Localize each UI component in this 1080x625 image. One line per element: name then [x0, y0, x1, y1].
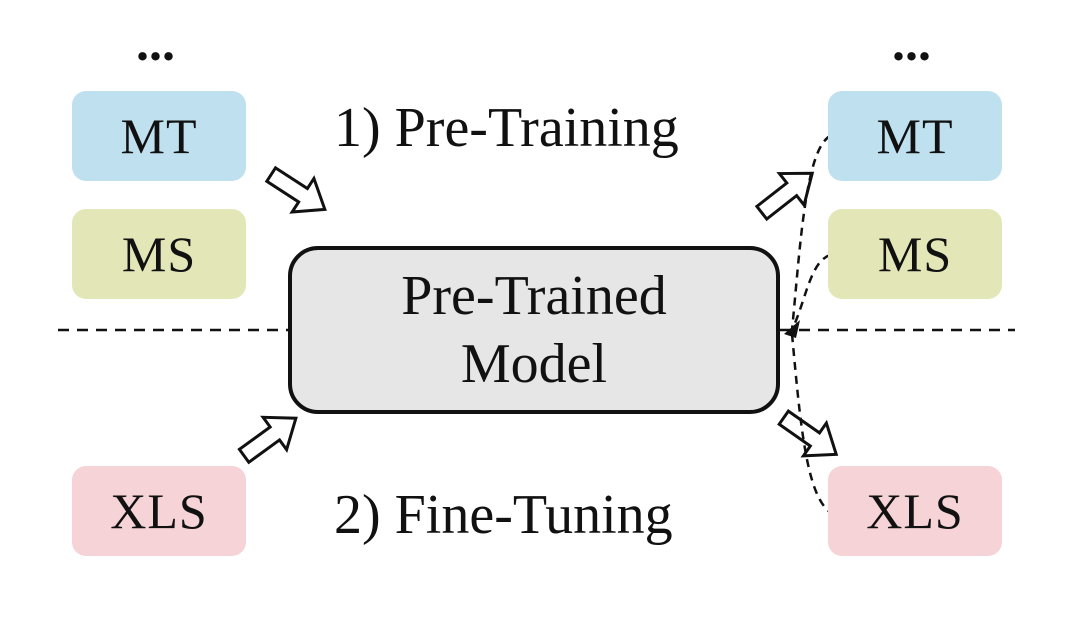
model-label-line2: Model [460, 333, 608, 395]
block-arrow-pretrain-out [754, 171, 815, 222]
pre-trained-model-box: Pre-Trained Model [288, 246, 780, 414]
dashed-arrow-ms-to-model [790, 253, 831, 331]
dashed-arrow-model-to-xls [790, 333, 831, 514]
block-arrow-pretrain-in [264, 165, 327, 214]
left-task-ms: MS [72, 209, 246, 299]
phase-label-fine-tuning: 2) Fine-Tuning [334, 484, 673, 546]
arrowhead-into-model [784, 320, 800, 338]
left-task-mt: MT [72, 91, 246, 181]
left-task-xls: XLS [72, 466, 246, 556]
phase-label-pre-training: 1) Pre-Training [334, 97, 679, 159]
dashed-arrow-mt-to-model [790, 134, 831, 331]
right-task-ms: MS [828, 209, 1002, 299]
model-label-line1: Pre-Trained [401, 264, 667, 327]
left-ellipsis: ... [136, 15, 175, 72]
block-arrow-finetune-out [777, 409, 839, 458]
right-task-mt: MT [828, 91, 1002, 181]
right-task-xls: XLS [828, 466, 1002, 556]
right-ellipsis: ... [892, 15, 931, 72]
block-arrow-finetune-in [237, 415, 298, 465]
